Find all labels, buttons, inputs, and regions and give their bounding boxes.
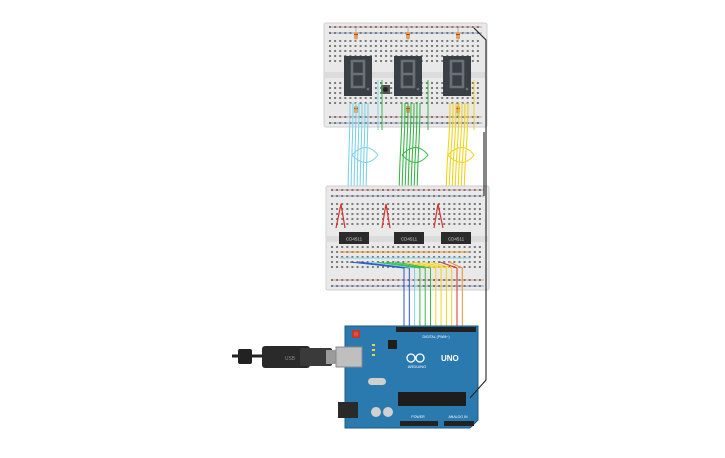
ic-chip[interactable]: CD4511 (394, 232, 424, 244)
power-header-label: POWER (411, 415, 425, 419)
ic-chip[interactable]: CD4511 (339, 232, 369, 244)
usb-plug-icon (238, 349, 252, 364)
ground-wire (469, 27, 487, 399)
resistor-row-top (354, 28, 460, 116)
seven-segment-display[interactable] (344, 56, 372, 96)
arduino-uno-board[interactable]: ARDUINO UNO DIGITAL (PWM~) POWER ANALOG … (335, 325, 479, 429)
ic-label: CD4511 (448, 237, 465, 242)
ic-chip[interactable]: CD4511 (441, 232, 471, 244)
infinity-logo-icon (406, 353, 425, 363)
usb-cable[interactable]: USB (232, 346, 340, 368)
power-wires-bottom (335, 203, 444, 229)
seven-segment-display[interactable] (394, 56, 422, 96)
seven-segment-display[interactable] (443, 56, 471, 96)
svg-text:USB: USB (285, 356, 296, 362)
ic-label: CD4511 (401, 237, 418, 242)
arduino-model: UNO (441, 354, 459, 363)
analog-header-label: ANALOG IN (448, 415, 468, 419)
ic-label: CD4511 (346, 237, 363, 242)
push-button[interactable] (381, 85, 390, 94)
digital-header-label: DIGITAL (PWM~) (422, 335, 449, 339)
arduino-brand: ARDUINO (408, 364, 426, 369)
breadboard-bottom-holes (331, 189, 481, 287)
